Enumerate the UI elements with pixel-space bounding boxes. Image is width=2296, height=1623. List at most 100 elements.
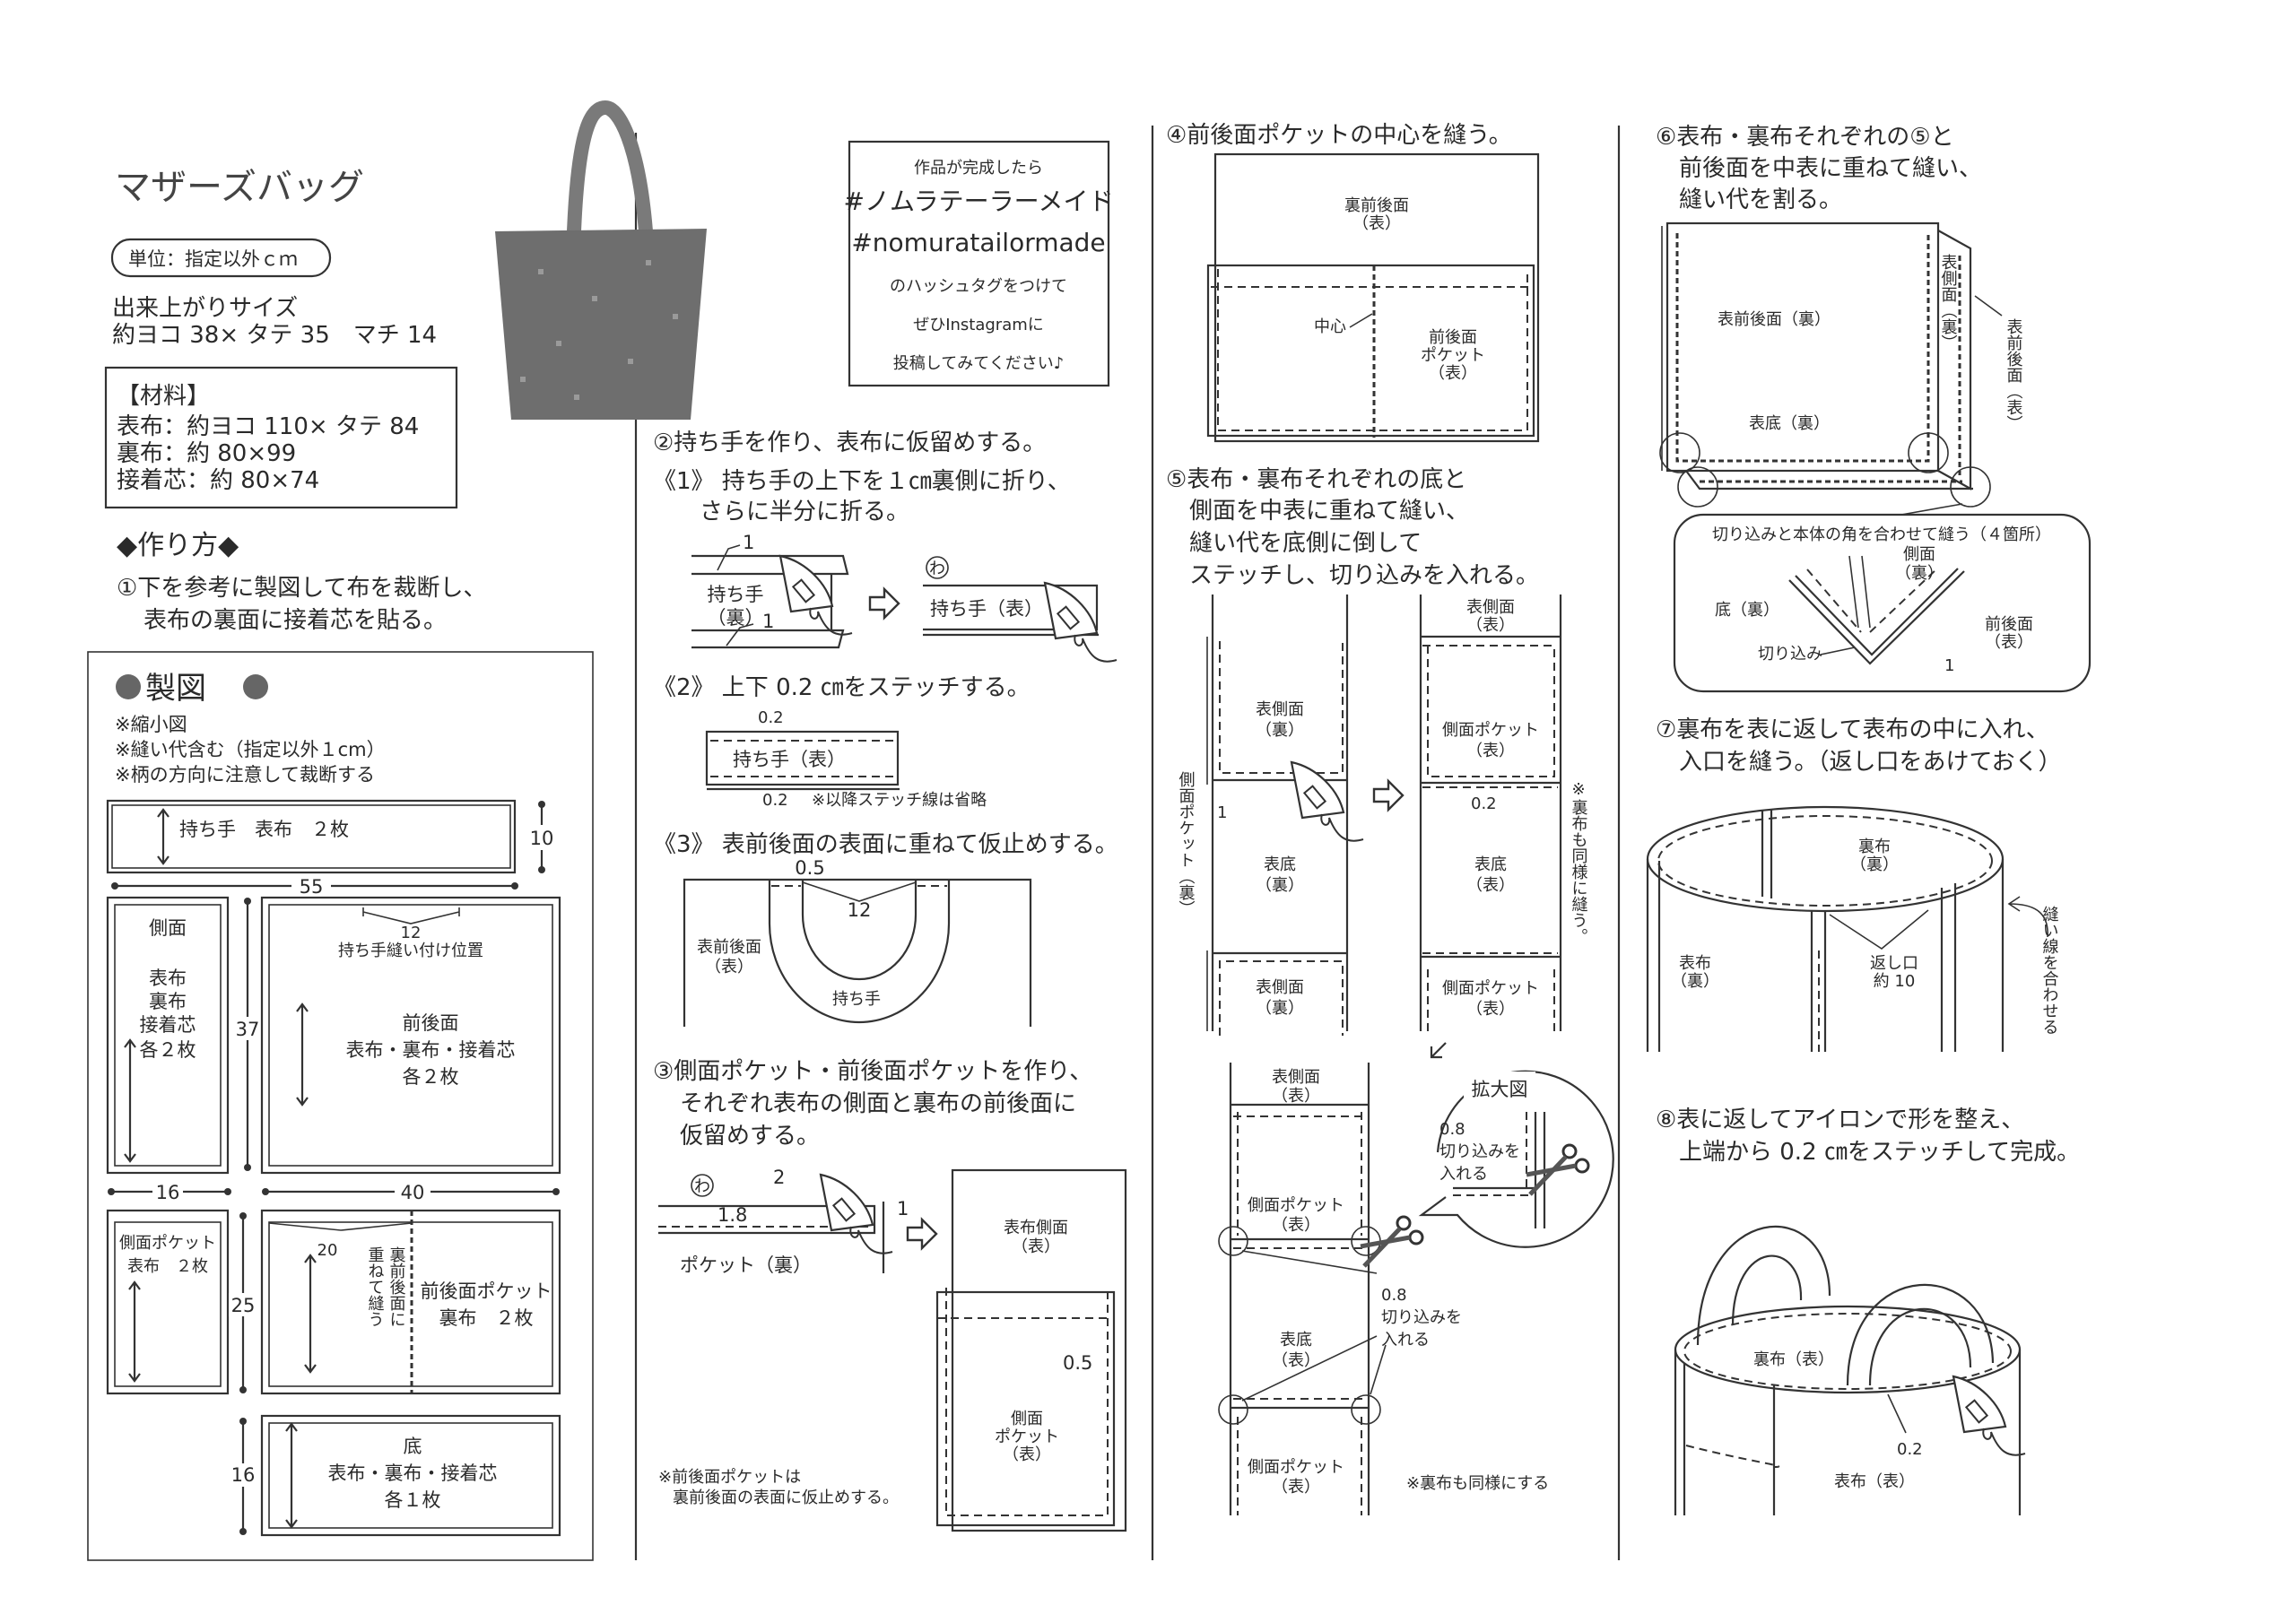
arrow-right-icon (906, 1218, 938, 1250)
dim-55: 55 (300, 876, 324, 898)
handle-label: 持ち手 (832, 990, 881, 1009)
step6-heading: 前後面を中表に重ねて縫い、 (1679, 155, 1982, 182)
side-piece-label: 側面 (149, 917, 187, 939)
handle-label: （裏） (708, 607, 764, 629)
front-pocket-width: 20 (317, 1241, 338, 1260)
side-pocket-label: 側面ポケット（裏） (1177, 771, 1196, 916)
lining-note: ※裏布も同様に縫う。 (1570, 780, 1588, 944)
dim-16: 16 (156, 1182, 180, 1203)
lining-label: 裏布（表） (1753, 1350, 1834, 1369)
scissors-icon (1361, 1217, 1422, 1266)
step3-heading: ③側面ポケット・前後面ポケットを作り、 (653, 1058, 1092, 1085)
unit-label: 単位：指定以外ｃｍ (128, 248, 298, 270)
panel-label: 表側面 (1466, 598, 1515, 617)
front-piece-label: 表布・裏布・接着芯 (346, 1039, 516, 1061)
step3-heading: それぞれ表布の側面と裏布の前後面に (680, 1090, 1076, 1117)
corner-label: 側面 (1903, 545, 1935, 564)
corner-label: 底（裏） (1715, 601, 1779, 620)
pattern-heading: 製図 (145, 671, 206, 707)
pattern-note: ※縫い代含む（指定以外１cm） (115, 739, 386, 760)
panel-label: （裏） (1256, 876, 1304, 895)
instagram-line: のハッシュタグをつけて (890, 277, 1067, 296)
step8-heading: ⑧表に返してアイロンで形を整え、 (1656, 1107, 2024, 1133)
pocket-label: ポケット (995, 1428, 1059, 1446)
panel-label: 表底 (1264, 855, 1296, 874)
panel-label: （表） (1466, 616, 1515, 635)
finished-size-value: 約ヨコ 38× タテ 35 マチ 14 (112, 322, 437, 349)
panel-label: （裏） (1256, 721, 1304, 740)
panel-label: （表） (1466, 876, 1515, 895)
instagram-line: 作品が完成したら (914, 159, 1043, 178)
step8-heading: 上端から 0.2 ㎝をステッチして完成。 (1679, 1139, 2080, 1166)
bottom-seam-diagram-right: 表側面 （表） 側面ポケット （表） 0.2 表底 （表） 側面ポケット （表）… (1419, 595, 1588, 1031)
finished-bag-photo (495, 100, 707, 420)
body-assembly-diagram: 表前後面（裏） 表底（裏） 表側面（裏） 表前後面（表） 切り込みと本体の角を合… (1659, 221, 2092, 693)
corner-label: 前後面 (1985, 615, 2033, 634)
panel-label: 表前後面 (697, 938, 761, 957)
pocket-label: ポケット（裏） (680, 1254, 812, 1276)
corner-label: 切り込み (1758, 645, 1822, 664)
dim-40: 40 (401, 1182, 425, 1203)
step7-heading: 入口を縫う。（返し口をあけておく） (1679, 749, 2062, 776)
unit-pill (110, 238, 332, 278)
step1-text: ①下を参考に製図して布を裁断し、 (117, 575, 487, 602)
materials-box (104, 366, 458, 509)
step6-heading: 縫い代を割る。 (1679, 187, 1842, 213)
notch-label: 切り込みを (1381, 1308, 1462, 1327)
fold-depth: 2 (773, 1167, 785, 1188)
panel-label: （表） (1466, 742, 1515, 760)
arrow-right-icon (868, 587, 900, 620)
panel-label: 側面ポケット (1442, 979, 1539, 998)
pocket-center-diagram: 裏前後面 （表） 中心 前後面 ポケット （表） (1206, 152, 1540, 443)
center-label: 中心 (1314, 317, 1346, 336)
dim-16-bottom: 16 (231, 1464, 256, 1486)
bottom-piece-label: 各１枚 (385, 1489, 441, 1511)
fold-mark: わ (929, 560, 945, 578)
panel-label: 表底 (1474, 855, 1507, 874)
panel-label: 側面ポケット (1248, 1196, 1344, 1215)
panel-label: （表） (1012, 1237, 1060, 1256)
panel-label: （表） (1272, 1216, 1320, 1235)
step5-heading: ⑤表布・裏布それぞれの底と (1166, 466, 1466, 493)
notch-label: 0.8 (1381, 1286, 1407, 1305)
handle-label: 持ち手（表） (733, 749, 846, 770)
pocket-label: 前後面 (1429, 328, 1477, 347)
step4-heading: ④前後面ポケットの中心を縫う。 (1166, 122, 1512, 149)
iron-icon (778, 554, 854, 636)
front-piece-label: 各２枚 (403, 1066, 459, 1088)
material-item: 表布：約ヨコ 110× タテ 84 (117, 413, 419, 440)
seam-allowance: 0.5 (795, 857, 824, 879)
step1-text: 表布の裏面に接着芯を貼る。 (144, 607, 447, 634)
finished-size-label: 出来上がりサイズ (112, 295, 298, 322)
outer-label: （裏） (1671, 972, 1719, 991)
iron-icon (819, 1173, 894, 1254)
outer-label: 表布 (1679, 954, 1711, 973)
step5-heading: 縫い代を底側に倒して (1189, 530, 1422, 557)
stitch-width: 0.2 (762, 791, 788, 810)
step2-sub1: さらに半分に折る。 (700, 499, 909, 525)
handle-label: 持ち手 (708, 584, 764, 605)
fold-mark: わ (694, 1177, 710, 1196)
step2-sub1: 《1》 持ち手の上下を１㎝裏側に折り、 (653, 468, 1071, 495)
side-pocket-piece-label: 表布 ２枚 (127, 1257, 208, 1276)
corner-label: （裏） (1895, 564, 1944, 583)
corner-label: 1 (1944, 656, 1954, 675)
pattern-note: ※柄の方向に注意して裁断する (115, 764, 375, 785)
handle-position-number: 12 (401, 924, 422, 942)
panel-label: （表） (1272, 1351, 1320, 1370)
opening-label: 約 10 (1874, 972, 1916, 991)
outer-label: 表布（表） (1834, 1472, 1915, 1491)
zoom-notch-label: 切り込みを (1439, 1142, 1520, 1161)
panel-label: （表） (1352, 214, 1401, 233)
panel-label: （表） (1466, 1000, 1515, 1019)
panel-label: 表底（裏） (1749, 414, 1830, 433)
pocket-label: 側面 (1011, 1410, 1043, 1428)
stitch-width: 0.2 (1471, 794, 1497, 813)
zoom-notch-label: 0.8 (1439, 1120, 1465, 1139)
material-item: 裏布：約 80×99 (117, 440, 296, 467)
pocket-label: （表） (1003, 1445, 1051, 1464)
step2-sub2: 《2》 上下 0.2 ㎝をステッチする。 (653, 674, 1031, 701)
handle-stitch-diagram: 持ち手（表） 0.2 0.2 ※以降ステッチ線は省略 (705, 708, 987, 810)
stitch-width: 0.2 (1897, 1440, 1923, 1459)
panel-label: 表布側面 (1004, 1219, 1068, 1237)
